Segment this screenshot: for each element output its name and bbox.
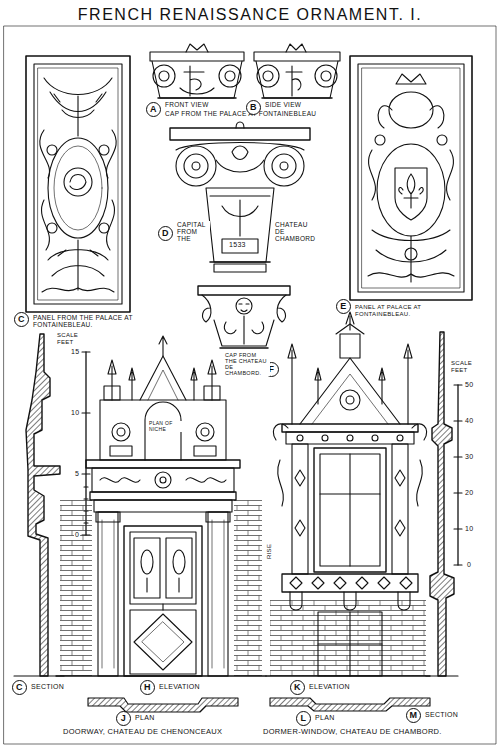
section-c <box>26 334 60 676</box>
callout-letter: C <box>12 680 27 695</box>
plate-title: FRENCH RENAISSANCE ORNAMENT. I. <box>75 6 425 24</box>
caption-text: PLAN OF NICHE <box>148 421 182 432</box>
callout-letter: K <box>290 680 305 695</box>
vertical-note: RISE <box>266 543 273 560</box>
caption-text: CAP FROM THE PALACE AT FONTAINEBLEAU <box>164 110 317 117</box>
cap-b <box>254 44 340 98</box>
caption-text: CAP FROM THE CHATEAU DE CHAMBORD. <box>224 352 270 376</box>
caption-text: PANEL AT PALACE AT FONTAINEBLEAU. <box>354 304 466 317</box>
section-m <box>430 332 454 676</box>
caption-text: SECTION <box>30 683 65 691</box>
callout-letter: H <box>140 680 155 695</box>
plan-l <box>270 698 430 711</box>
caption-text: 1533 <box>228 241 247 249</box>
caption-text: 10 <box>464 525 474 533</box>
caption-text: DOORWAY, CHATEAU DE CHENONCEAUX <box>62 728 223 736</box>
caption-text: SCALE FEET <box>450 360 484 373</box>
caption-text: PLAN <box>314 714 336 722</box>
caption-text: 10 <box>70 409 80 417</box>
cap-a <box>150 44 244 98</box>
caption-text: ELEVATION <box>308 683 351 691</box>
callout-letter: A <box>146 102 161 117</box>
caption-text: 15 <box>70 348 80 356</box>
caption-text: PANEL FROM THE PALACE AT FONTAINEBLEAU. <box>32 314 134 328</box>
callout-letter: D <box>158 226 173 241</box>
callout-letter: B <box>246 100 261 115</box>
caption-text: 30 <box>464 453 474 461</box>
caption-text: CAPITAL FROM THE <box>176 221 210 242</box>
panel-e <box>350 56 472 300</box>
callout-letter: C <box>14 312 29 327</box>
caption-text: 0 <box>74 531 80 539</box>
capital-d <box>170 122 310 272</box>
dormer-window <box>266 312 430 676</box>
caption-text: CHATEAU DE CHAMBORD <box>274 221 318 242</box>
caption-text: FRONT VIEW <box>164 101 210 108</box>
caption-text: 20 <box>464 489 474 497</box>
caption-text: DORMER-WINDOW, CHATEAU DE CHAMBORD. <box>262 728 443 736</box>
caption-text: 5 <box>74 470 80 478</box>
caption-text: PLAN <box>134 714 156 722</box>
caption-text: SECTION <box>424 711 459 719</box>
caption-text: SCALE FEET <box>56 332 84 345</box>
caption-text: ELEVATION <box>158 683 201 691</box>
callout-letter: M <box>406 708 421 723</box>
scale-right <box>454 385 462 565</box>
caption-text: 0 <box>466 561 472 569</box>
callout-letter: J <box>116 711 131 726</box>
doorway <box>56 336 266 676</box>
cap-f <box>198 286 290 348</box>
caption-text: SIDE VIEW <box>264 101 302 108</box>
callout-letter: E <box>336 299 351 314</box>
plan-j <box>88 698 238 712</box>
caption-text: 40 <box>464 417 474 425</box>
panel-c <box>26 56 130 312</box>
caption-text: 50 <box>464 381 474 389</box>
callout-letter: L <box>296 711 311 726</box>
